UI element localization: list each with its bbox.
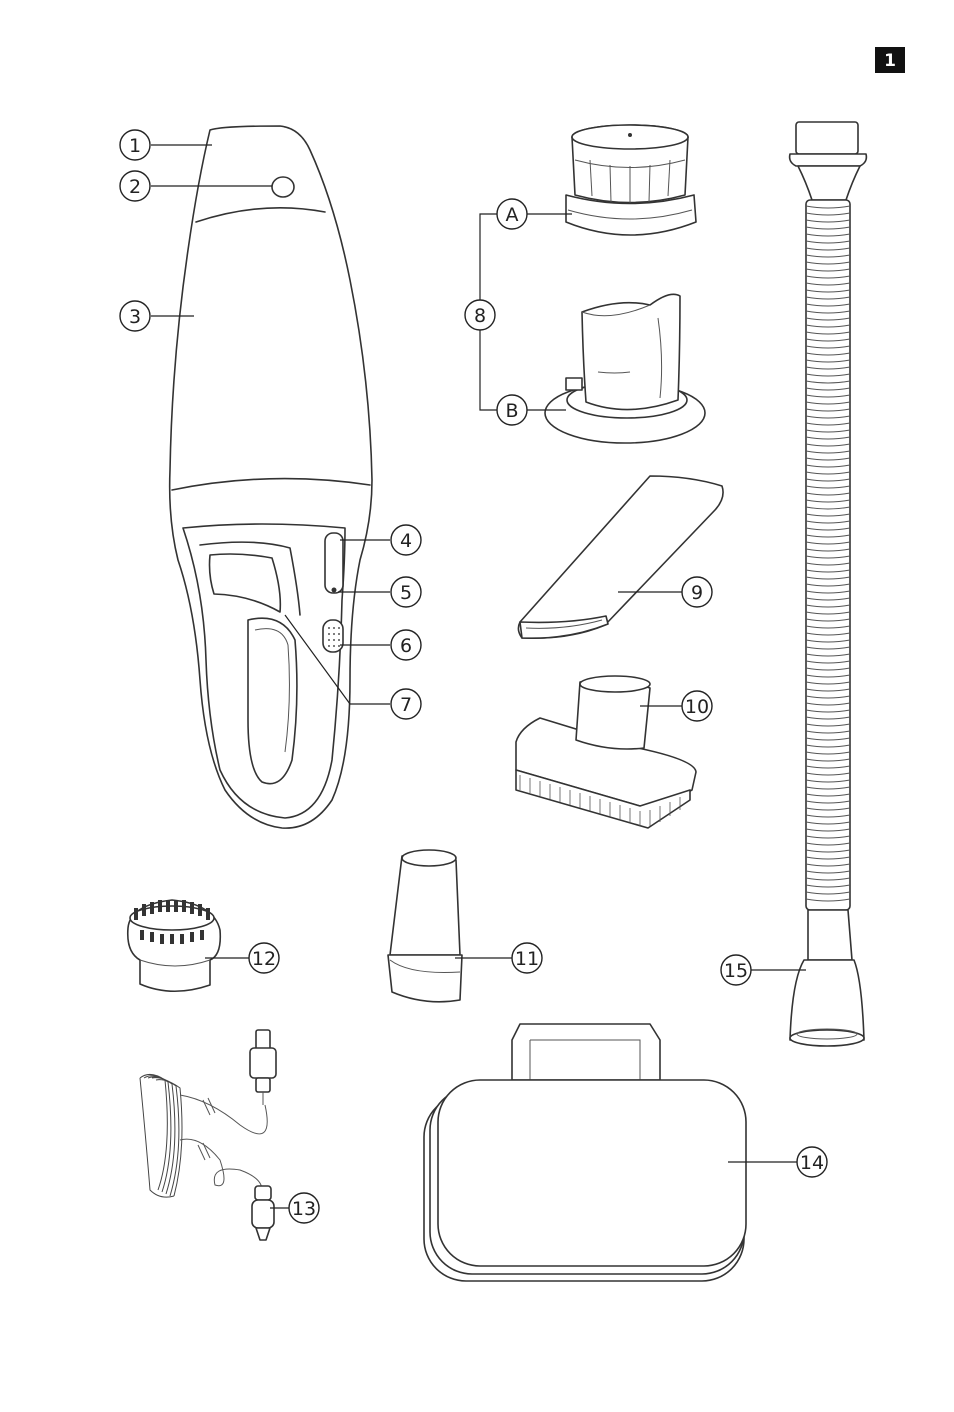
brush-nozzle-illustration xyxy=(516,676,696,828)
callout-12-label: 12 xyxy=(252,948,276,970)
callout-15-label: 15 xyxy=(724,960,748,982)
callout-1: 1 xyxy=(120,130,150,160)
callout-2: 2 xyxy=(120,171,150,201)
callout-14-label: 14 xyxy=(800,1152,824,1174)
callout-4: 4 xyxy=(391,525,421,555)
round-brush-illustration xyxy=(128,900,221,991)
callout-b-label: B xyxy=(505,400,518,422)
callout-12: 12 xyxy=(249,943,279,973)
callout-5-label: 5 xyxy=(400,582,412,604)
filter-b-illustration xyxy=(545,294,705,443)
callout-a-label: A xyxy=(506,204,519,226)
car-charger-cable-illustration xyxy=(140,1030,276,1240)
callout-14: 14 xyxy=(797,1147,827,1177)
callout-10-label: 10 xyxy=(685,696,709,718)
extension-hose-illustration xyxy=(790,122,867,1046)
callout-6: 6 xyxy=(391,630,421,660)
callout-13: 13 xyxy=(289,1193,319,1223)
callout-4-label: 4 xyxy=(400,530,412,552)
hand-vacuum-illustration xyxy=(170,126,372,828)
callout-10: 10 xyxy=(682,691,712,721)
callout-5: 5 xyxy=(391,577,421,607)
flat-nozzle-illustration xyxy=(388,850,462,1002)
callout-b: B xyxy=(497,395,527,425)
callout-11-label: 11 xyxy=(515,948,539,970)
callout-6-label: 6 xyxy=(400,635,412,657)
callout-7-label: 7 xyxy=(400,694,412,716)
storage-bag-illustration xyxy=(424,1024,746,1281)
callout-7: 7 xyxy=(391,689,421,719)
callout-9-label: 9 xyxy=(691,582,703,604)
callout-3-label: 3 xyxy=(129,306,141,328)
callout-3: 3 xyxy=(120,301,150,331)
callout-13-label: 13 xyxy=(292,1198,316,1220)
page-number-badge: 1 xyxy=(875,47,905,73)
filter-a-illustration xyxy=(566,125,696,235)
callout-1-label: 1 xyxy=(129,135,141,157)
callout-2-label: 2 xyxy=(129,176,141,198)
callout-8-label: 8 xyxy=(474,305,486,327)
callout-9: 9 xyxy=(682,577,712,607)
page-number: 1 xyxy=(884,51,896,71)
callout-11: 11 xyxy=(512,943,542,973)
crevice-tool-illustration xyxy=(518,476,723,638)
callout-15: 15 xyxy=(721,955,751,985)
callout-8: 8 xyxy=(465,300,495,330)
callout-a: A xyxy=(497,199,527,229)
